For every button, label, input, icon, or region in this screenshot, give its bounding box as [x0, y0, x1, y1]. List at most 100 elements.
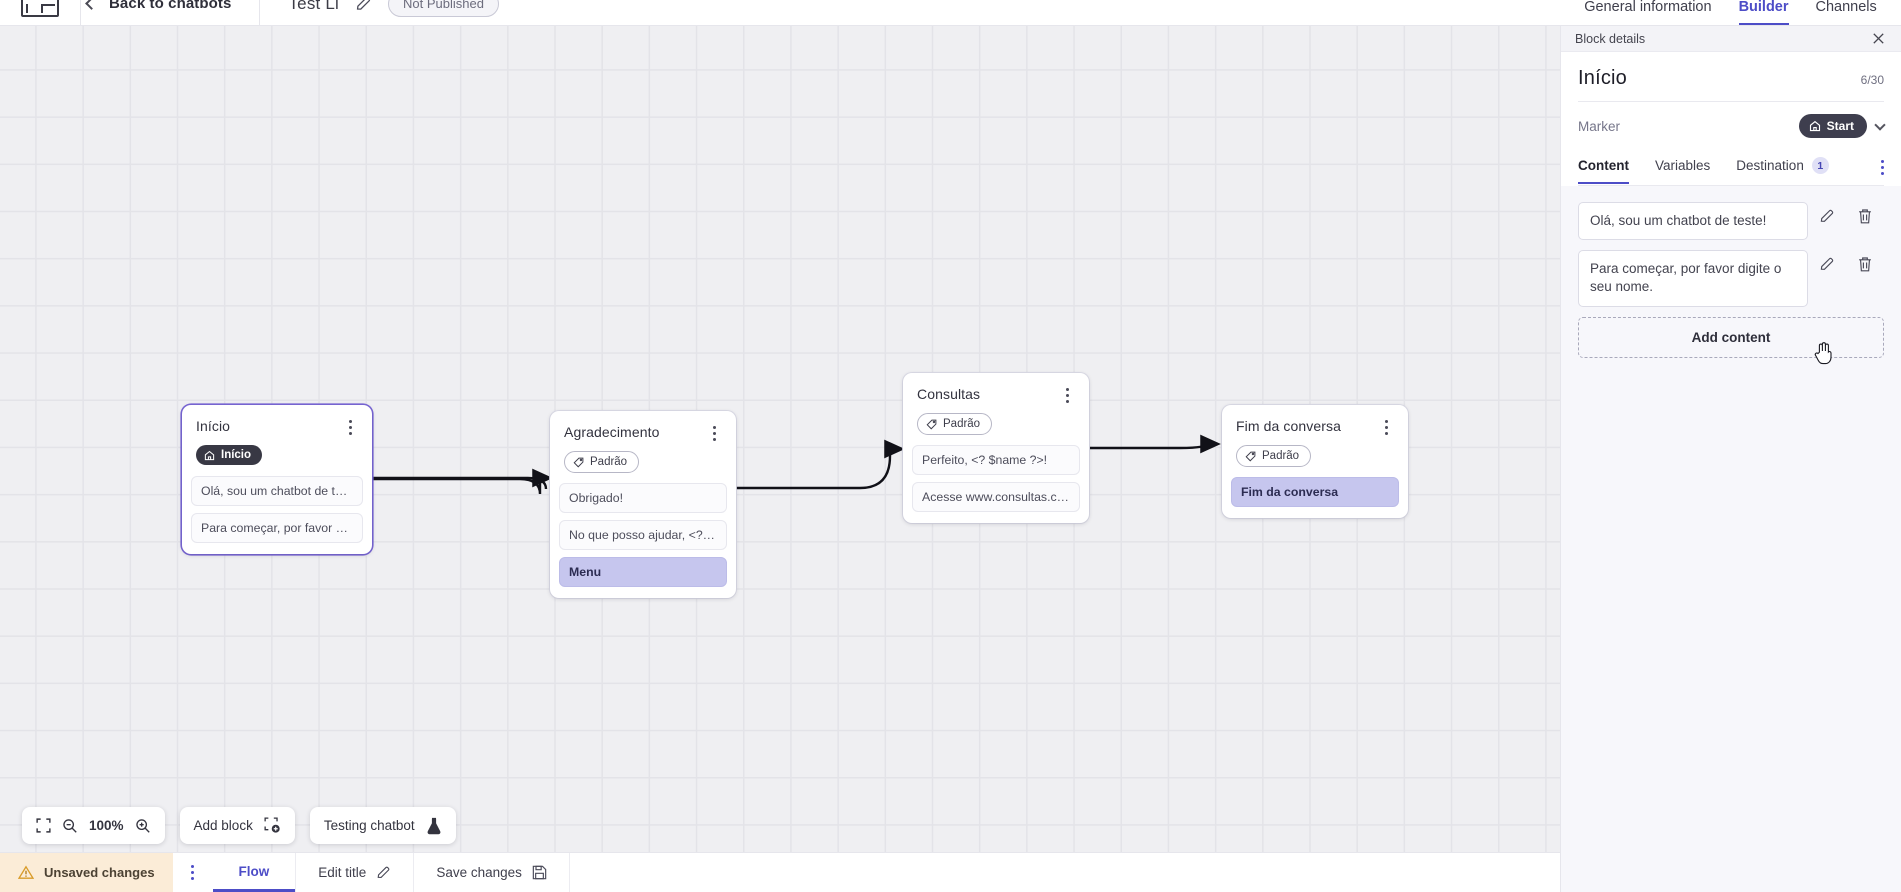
- unsaved-changes-label: Unsaved changes: [44, 865, 155, 880]
- block-item[interactable]: Para começar, por favor digite o ...: [191, 512, 363, 543]
- tab-destination[interactable]: Destination 1: [1736, 149, 1829, 185]
- top-tab-bar: General information Builder Channels: [1560, 0, 1901, 26]
- kebab-menu-icon[interactable]: [1059, 386, 1075, 404]
- mouse-cursor-pointer: [1814, 342, 1832, 365]
- flask-icon: [426, 817, 442, 835]
- edit-title-label: Edit title: [318, 865, 367, 880]
- block-name-row: Início 6/30: [1578, 52, 1884, 101]
- status-badge: Not Published: [388, 0, 499, 17]
- zoom-in-icon[interactable]: [135, 818, 151, 834]
- warning-triangle-icon: [18, 865, 34, 879]
- home-icon: [204, 450, 215, 460]
- canvas-toolbar: 100% Add block Testing chatbot: [22, 807, 456, 844]
- destination-count-badge: 1: [1811, 157, 1829, 174]
- content-text[interactable]: Para começar, por favor digite o seu nom…: [1578, 250, 1808, 307]
- block-title: Agradecimento: [564, 424, 660, 440]
- block-badge-default: Padrão: [917, 413, 993, 435]
- app-logo-icon: [21, 0, 59, 17]
- block-badge-label: Início: [221, 449, 252, 461]
- panel-header-label: Block details: [1575, 31, 1646, 46]
- add-block-button[interactable]: Add block: [179, 807, 295, 844]
- tab-variables-label: Variables: [1655, 158, 1711, 173]
- flow-block-fim-da-conversa[interactable]: Fim da conversa Padrão Fim da conversa: [1222, 405, 1408, 518]
- tag-icon: [573, 457, 584, 467]
- fit-screen-icon[interactable]: [36, 818, 51, 833]
- divider: [1578, 101, 1884, 102]
- add-block-icon: [264, 817, 281, 834]
- trash-icon[interactable]: [1846, 202, 1884, 225]
- block-title: Fim da conversa: [1236, 418, 1341, 434]
- content-list: Olá, sou um chatbot de teste! Para começ…: [1561, 186, 1901, 892]
- tab-destination-label: Destination: [1736, 158, 1804, 173]
- flow-block-inicio[interactable]: Início Início Olá, sou um chatbot de tes…: [182, 405, 372, 554]
- flow-block-consultas[interactable]: Consultas Padrão Perfeito, <? $name ?>! …: [903, 373, 1089, 523]
- kebab-menu-icon[interactable]: [1378, 418, 1394, 436]
- block-badge-start: Início: [196, 445, 263, 465]
- block-items: Obrigado! No que posso ajudar, <? $name …: [550, 473, 736, 598]
- home-icon: [1809, 120, 1820, 132]
- content-text[interactable]: Olá, sou um chatbot de teste!: [1578, 202, 1808, 241]
- chevron-down-icon[interactable]: [1874, 118, 1886, 131]
- pencil-icon[interactable]: [355, 0, 372, 12]
- marker-value: Start: [1826, 119, 1854, 133]
- block-item[interactable]: Perfeito, <? $name ?>!: [912, 445, 1080, 475]
- bot-title-area: Test Li Not Published: [260, 0, 499, 17]
- block-items: Fim da conversa: [1222, 467, 1408, 518]
- block-badge-label: Padrão: [590, 456, 628, 468]
- app-logo[interactable]: [0, 0, 80, 26]
- block-name: Início: [1578, 67, 1628, 89]
- back-to-chatbots-button[interactable]: Back to chatbots: [81, 0, 259, 26]
- tab-content[interactable]: Content: [1578, 150, 1629, 184]
- bottom-bar-spacer: [568, 853, 1561, 892]
- unsaved-changes-indicator: Unsaved changes: [0, 853, 173, 892]
- flow-block-agradecimento[interactable]: Agradecimento Padrão Obrigado! No que po…: [550, 411, 736, 598]
- block-item[interactable]: No que posso ajudar, <? $name ...: [559, 520, 727, 550]
- bottom-kebab-menu-icon[interactable]: [173, 853, 213, 892]
- kebab-menu-icon[interactable]: [706, 424, 722, 442]
- save-changes-label: Save changes: [436, 865, 522, 880]
- block-header: Agradecimento Padrão: [550, 411, 736, 473]
- connector-inicio-agradecimento: [372, 474, 542, 495]
- edit-title-button[interactable]: Edit title: [295, 853, 413, 892]
- block-title: Consultas: [917, 386, 981, 402]
- panel-header: Block details: [1561, 26, 1901, 52]
- chevron-left-icon: [85, 0, 98, 10]
- pencil-icon[interactable]: [1808, 202, 1846, 224]
- trash-icon[interactable]: [1846, 250, 1884, 273]
- testing-chatbot-button[interactable]: Testing chatbot: [309, 807, 456, 844]
- zoom-controls: 100%: [22, 807, 165, 844]
- block-title: Início: [196, 418, 231, 434]
- block-item[interactable]: Obrigado!: [559, 483, 727, 513]
- block-item[interactable]: Fim da conversa: [1231, 477, 1399, 507]
- zoom-out-icon[interactable]: [62, 818, 78, 834]
- divider: [80, 0, 81, 26]
- tab-content-label: Content: [1578, 158, 1629, 173]
- tab-builder[interactable]: Builder: [1738, 0, 1789, 25]
- add-content-button[interactable]: Add content: [1578, 316, 1884, 358]
- tab-channels[interactable]: Channels: [1815, 0, 1877, 15]
- marker-start-pill[interactable]: Start: [1798, 114, 1867, 138]
- close-icon[interactable]: [1871, 31, 1887, 47]
- block-items: Olá, sou um chatbot de teste! Para começ…: [182, 466, 372, 554]
- tab-general-information[interactable]: General information: [1584, 0, 1712, 15]
- panel-body: Início 6/30 Marker Start Content Varia: [1561, 52, 1901, 186]
- pencil-icon[interactable]: [1808, 250, 1846, 272]
- save-changes-button[interactable]: Save changes: [413, 853, 569, 892]
- kebab-menu-icon[interactable]: [342, 418, 358, 436]
- panel-kebab-menu-icon[interactable]: [1881, 159, 1884, 175]
- block-item[interactable]: Olá, sou um chatbot de teste!: [191, 475, 363, 506]
- block-item[interactable]: Acesse www.consultas.com par...: [912, 482, 1080, 512]
- content-row: Para começar, por favor digite o seu nom…: [1578, 250, 1884, 307]
- block-header: Fim da conversa Padrão: [1222, 405, 1408, 467]
- back-to-chatbots-label: Back to chatbots: [109, 0, 232, 12]
- flow-canvas[interactable]: Início Início Olá, sou um chatbot de tes…: [0, 26, 1561, 866]
- tag-icon: [926, 419, 937, 429]
- tag-icon: [1245, 451, 1256, 461]
- block-badge-label: Padrão: [943, 418, 981, 430]
- tab-flow[interactable]: Flow: [212, 853, 296, 892]
- add-block-label: Add block: [193, 818, 253, 833]
- block-badge-label: Padrão: [1262, 450, 1300, 462]
- tab-variables[interactable]: Variables: [1655, 150, 1710, 184]
- block-item-menu[interactable]: Menu: [559, 557, 727, 587]
- marker-row: Marker Start: [1578, 102, 1886, 149]
